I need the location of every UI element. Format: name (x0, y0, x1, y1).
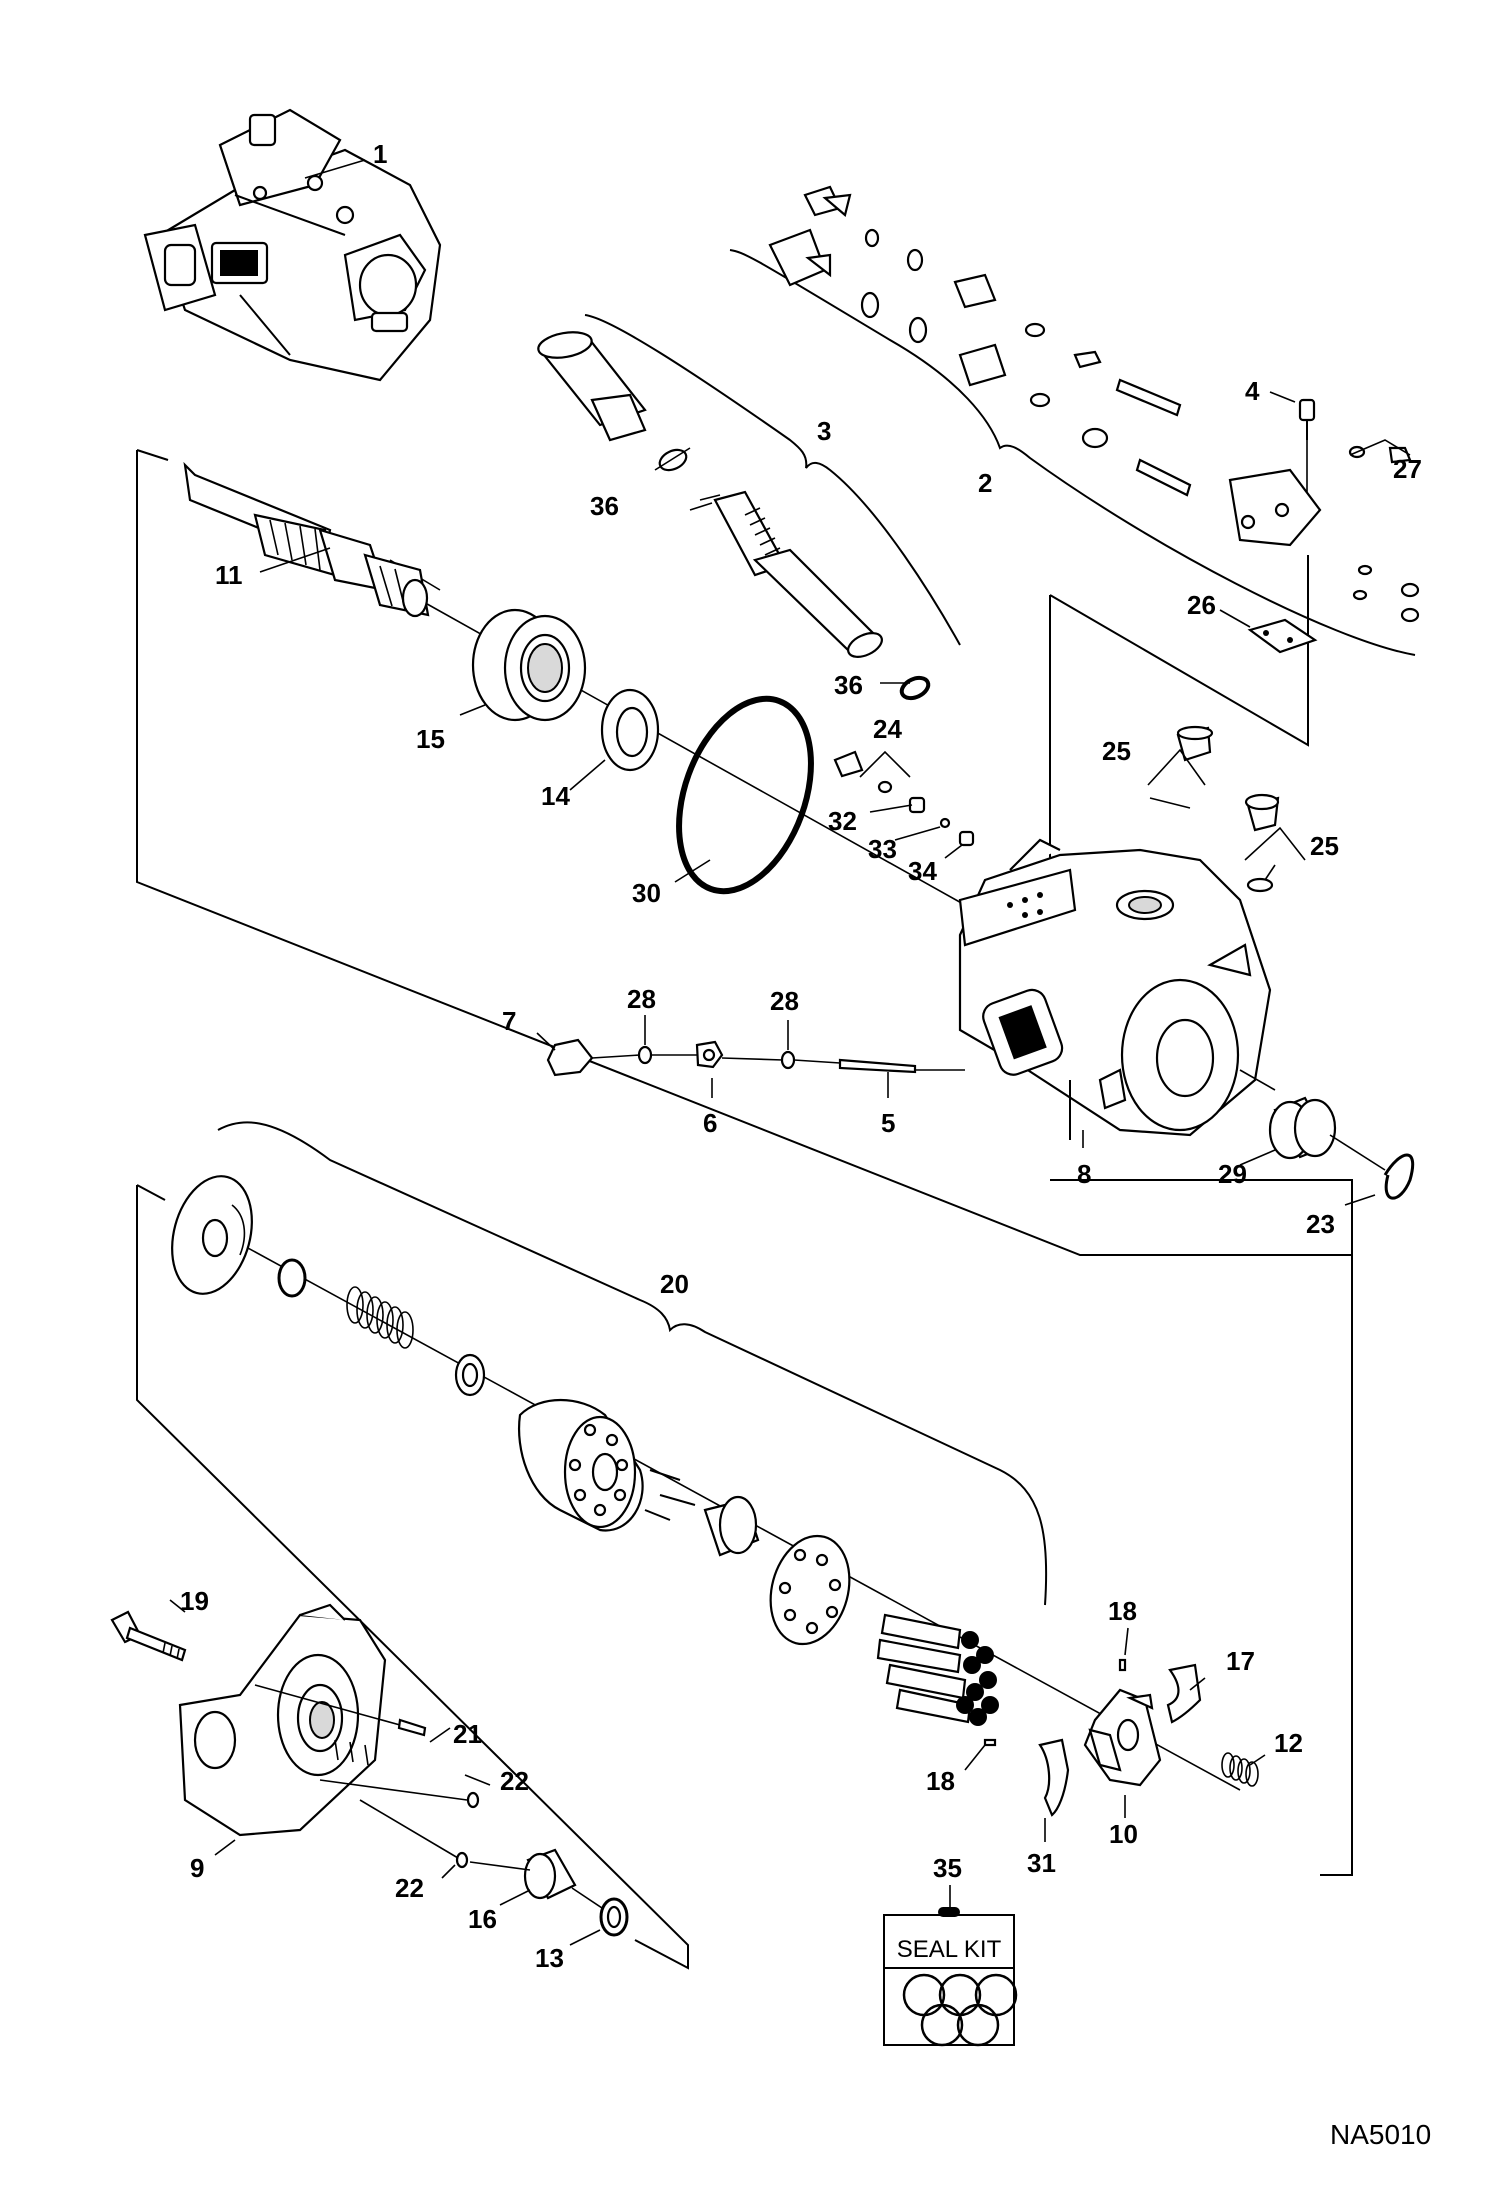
callout-26: 26 (1187, 590, 1216, 620)
drive-shaft-11 (183, 461, 430, 618)
callout-23: 23 (1306, 1209, 1335, 1239)
bearing-15 (471, 608, 587, 722)
callout-28-left: 28 (627, 984, 656, 1014)
callout-25-left: 25 (1102, 736, 1131, 766)
callout-15: 15 (416, 724, 445, 754)
plug-25 (1176, 725, 1280, 893)
pin-18-lower (983, 1738, 997, 1747)
callout-33: 33 (868, 834, 897, 864)
pin-18-upper (1118, 1658, 1127, 1672)
callout-35: 35 (933, 1853, 962, 1883)
callout-13: 13 (535, 1943, 564, 1973)
bearing-shell-31 (1038, 1738, 1070, 1817)
control-valve-2 (768, 185, 1420, 654)
relief-valve-3 (537, 331, 931, 701)
callout-22-upper: 22 (500, 1766, 529, 1796)
callout-11: 11 (215, 560, 243, 590)
callout-28-right: 28 (770, 986, 799, 1016)
rotating-group-20 (171, 1175, 999, 1726)
callout-19: 19 (180, 1586, 209, 1616)
retaining-ring-23 (1383, 1153, 1415, 1200)
washer-14 (600, 688, 660, 772)
callout-3: 3 (817, 416, 831, 446)
orifice-parts-24-32-34 (833, 750, 975, 847)
callout-24: 24 (873, 714, 902, 744)
callout-22-lower: 22 (395, 1873, 424, 1903)
callout-20: 20 (660, 1269, 689, 1299)
callout-7: 7 (502, 1006, 516, 1036)
callout-9: 9 (190, 1853, 204, 1883)
leader-1 (304, 159, 366, 179)
callout-18-upper: 18 (1108, 1596, 1137, 1626)
spring-12 (1221, 1752, 1259, 1787)
callout-34: 34 (908, 856, 937, 886)
callout-27: 27 (1393, 454, 1422, 484)
callout-10: 10 (1109, 1819, 1138, 1849)
small-parts-13-16-21-22 (254, 1684, 629, 1937)
bearing-shell-17 (1166, 1663, 1202, 1724)
callout-36-lower: 36 (834, 670, 863, 700)
callout-29: 29 (1218, 1159, 1247, 1189)
callout-14: 14 (541, 781, 570, 811)
pump-housing-8 (958, 838, 1272, 1140)
callout-labels: 1 2 3 4 5 6 7 8 9 10 11 12 13 14 15 16 1… (180, 139, 1422, 1973)
pump-assembly-1 (143, 108, 442, 382)
callout-16: 16 (468, 1904, 497, 1934)
swashplate-10 (1083, 1688, 1162, 1787)
callout-17: 17 (1226, 1646, 1255, 1676)
seal-kit-35 (883, 1907, 1018, 2047)
callout-21: 21 (453, 1719, 482, 1749)
braces (217, 249, 1416, 1606)
callout-18-lower: 18 (926, 1766, 955, 1796)
bolt-19 (110, 1610, 187, 1662)
callout-2: 2 (978, 468, 992, 498)
seal-kit-label: SEAL KIT (897, 1936, 1002, 1963)
end-cover-9 (178, 1603, 387, 1837)
callout-6: 6 (703, 1108, 717, 1138)
callout-4: 4 (1245, 376, 1260, 406)
callout-36-upper: 36 (590, 491, 619, 521)
callout-5: 5 (881, 1108, 895, 1138)
o-ring-30 (676, 695, 814, 895)
callout-32: 32 (828, 806, 857, 836)
callout-1: 1 (373, 139, 387, 169)
sleeve-29 (1268, 1096, 1337, 1160)
callout-25-right: 25 (1310, 831, 1339, 861)
callout-12: 12 (1274, 1728, 1303, 1758)
figure-reference: NA5010 (1330, 2119, 1431, 2150)
adjuster-parts-5-6-7-28 (546, 1038, 965, 1077)
bolt-4 (1298, 398, 1316, 440)
callout-31: 31 (1027, 1848, 1056, 1878)
callout-8: 8 (1077, 1159, 1091, 1189)
callout-leaders (169, 391, 1411, 1946)
callout-30: 30 (632, 878, 661, 908)
